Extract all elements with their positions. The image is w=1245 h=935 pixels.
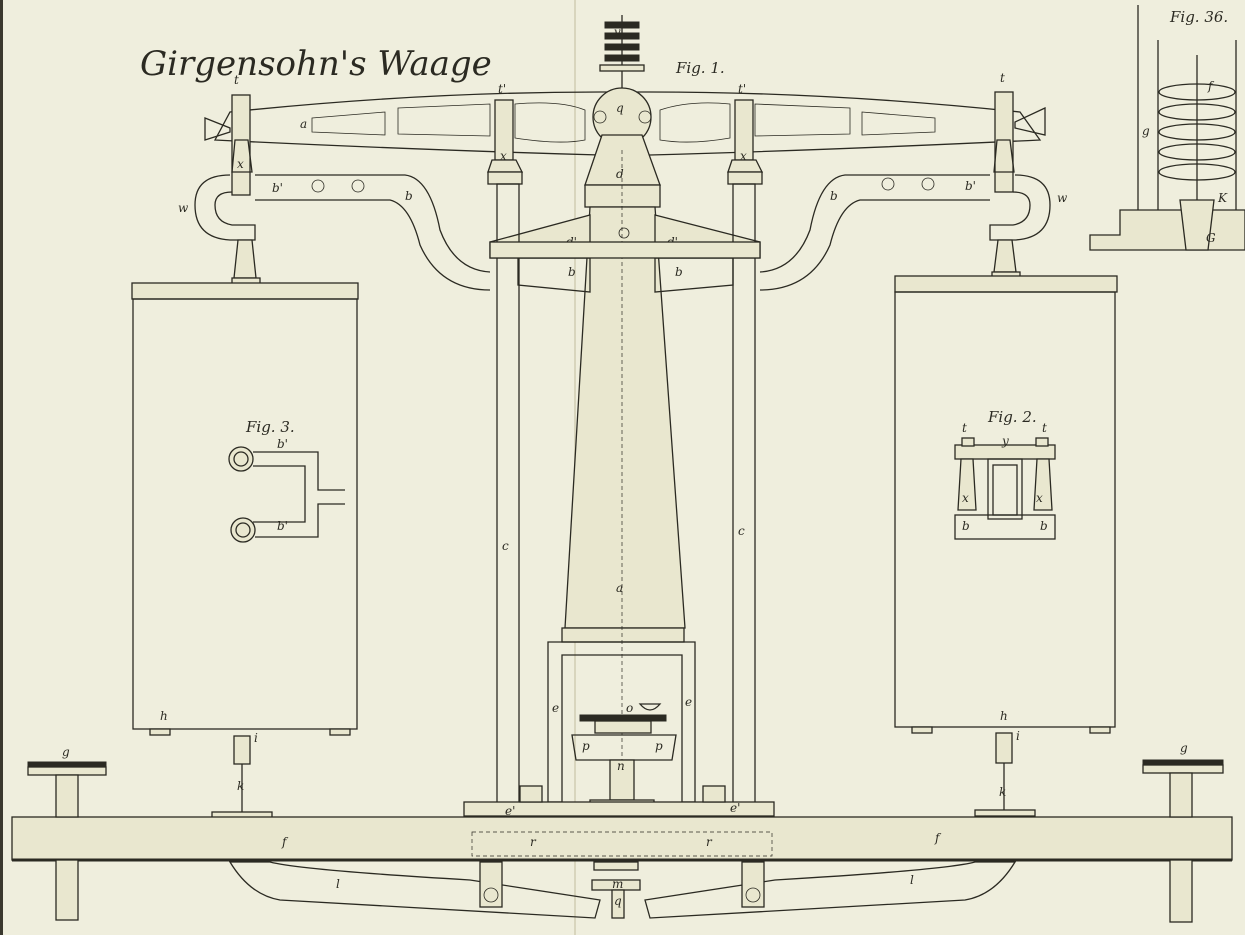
label-n: n	[617, 759, 625, 773]
central-column: a d	[561, 134, 686, 820]
label-e-left: e	[552, 701, 559, 715]
label-b-right: b	[830, 189, 838, 203]
label-q-beam: q	[616, 101, 624, 115]
knife-edge-right: t	[993, 71, 1046, 193]
lower-mechanism: e e o p p n e' e'	[463, 641, 775, 818]
label-m: m	[612, 877, 623, 891]
label-b-prime-left: b'	[272, 181, 283, 195]
pan-hangers	[231, 239, 1021, 287]
left-binding-edge	[0, 0, 3, 935]
fig2-label: Fig. 2.	[987, 408, 1037, 426]
label-x-left: x	[237, 157, 244, 171]
label-e-right: e	[685, 695, 692, 709]
label-a-column: a	[616, 581, 623, 595]
label-p-left: p	[582, 739, 590, 753]
label-t-prime-left: t'	[498, 82, 506, 96]
knife-edge-left: t x	[204, 73, 253, 196]
fig3-label: Fig. 3.	[245, 418, 295, 436]
label-e-prime-left: e'	[505, 804, 515, 818]
label-k-left: k	[237, 779, 244, 793]
label-t-left: t	[234, 73, 239, 87]
fig2-detail: Fig. 2. t t y x x b b	[954, 408, 1056, 540]
label-q-lever: q	[614, 894, 622, 908]
label-w-left: w	[178, 201, 189, 215]
label-d: d	[616, 167, 624, 181]
knife-edge-inner-right: t' x	[727, 82, 764, 185]
frame-pillars: c c	[489, 183, 761, 805]
fig36-inset: Fig. 36. f g K G	[1089, 5, 1245, 251]
label-x-inner-left: x	[500, 149, 507, 163]
fig36-label-g: g	[1142, 124, 1150, 138]
label-c-left: c	[502, 539, 509, 553]
leveling-screw-right: g	[1142, 741, 1224, 923]
fig1-label: Fig. 1.	[675, 59, 725, 77]
label-b-left-inner: b	[568, 265, 576, 279]
label-fig2-t-right: t	[1042, 421, 1047, 435]
label-k-right: k	[999, 785, 1006, 799]
label-v: v	[614, 25, 621, 39]
label-b-left: b	[405, 189, 413, 203]
leveling-screw-left: g	[27, 745, 107, 921]
label-fig2-y: y	[1001, 434, 1009, 448]
label-i-left: i	[254, 731, 258, 745]
label-h-right: h	[1000, 709, 1008, 723]
label-l-right: l	[910, 873, 914, 887]
label-b-prime-right: b'	[965, 179, 976, 193]
right-scale-pan: h	[894, 275, 1118, 734]
base-board: f f r r	[11, 816, 1233, 862]
label-fig3-b-prime-bottom: b'	[277, 519, 288, 533]
fig36-label-f: f	[1207, 79, 1215, 93]
fig3-detail: Fig. 3. b' b'	[228, 418, 345, 543]
fig36-label-G: G	[1206, 231, 1216, 245]
label-h-left: h	[160, 709, 168, 723]
label-r-right: r	[706, 835, 713, 849]
curved-arms: b' b b b' w w	[178, 174, 1068, 291]
fig36-label-K: K	[1217, 191, 1228, 205]
pan-support-rods: i k i k	[211, 729, 1036, 819]
label-c-right: c	[738, 524, 745, 538]
label-w-right: w	[1057, 191, 1068, 205]
label-fig2-x-left: x	[962, 491, 969, 505]
label-fig2-b-left: b	[962, 519, 970, 533]
label-r-left: r	[530, 835, 537, 849]
label-fig2-x-right: x	[1036, 491, 1043, 505]
label-f-left: f	[281, 835, 289, 849]
label-t-prime-right: t'	[738, 82, 746, 96]
label-b-right-inner: b	[675, 265, 683, 279]
label-t-right: t	[1000, 71, 1005, 85]
label-fig2-t-left: t	[962, 421, 967, 435]
top-weight-stack: v	[599, 15, 645, 88]
label-fig3-b-prime-top: b'	[277, 437, 288, 451]
plate-title: Girgensohn's Waage	[140, 44, 492, 84]
label-g-right: g	[1180, 741, 1188, 755]
label-e-prime-right: e'	[730, 801, 740, 815]
fig36-label: Fig. 36.	[1169, 8, 1228, 26]
label-f-right: f	[934, 831, 942, 845]
label-fig2-b-right: b	[1040, 519, 1048, 533]
label-g-left: g	[62, 745, 70, 759]
label-x-inner-right: x	[740, 149, 747, 163]
levers: l l m q	[228, 861, 1017, 919]
label-p-right: p	[655, 739, 663, 753]
knife-edge-inner-left: t' x	[487, 82, 524, 185]
left-scale-pan: h	[131, 282, 359, 736]
label-l-left: l	[336, 877, 340, 891]
label-i-right: i	[1016, 729, 1020, 743]
label-a-beam: a	[300, 117, 307, 131]
label-o: o	[626, 701, 633, 715]
